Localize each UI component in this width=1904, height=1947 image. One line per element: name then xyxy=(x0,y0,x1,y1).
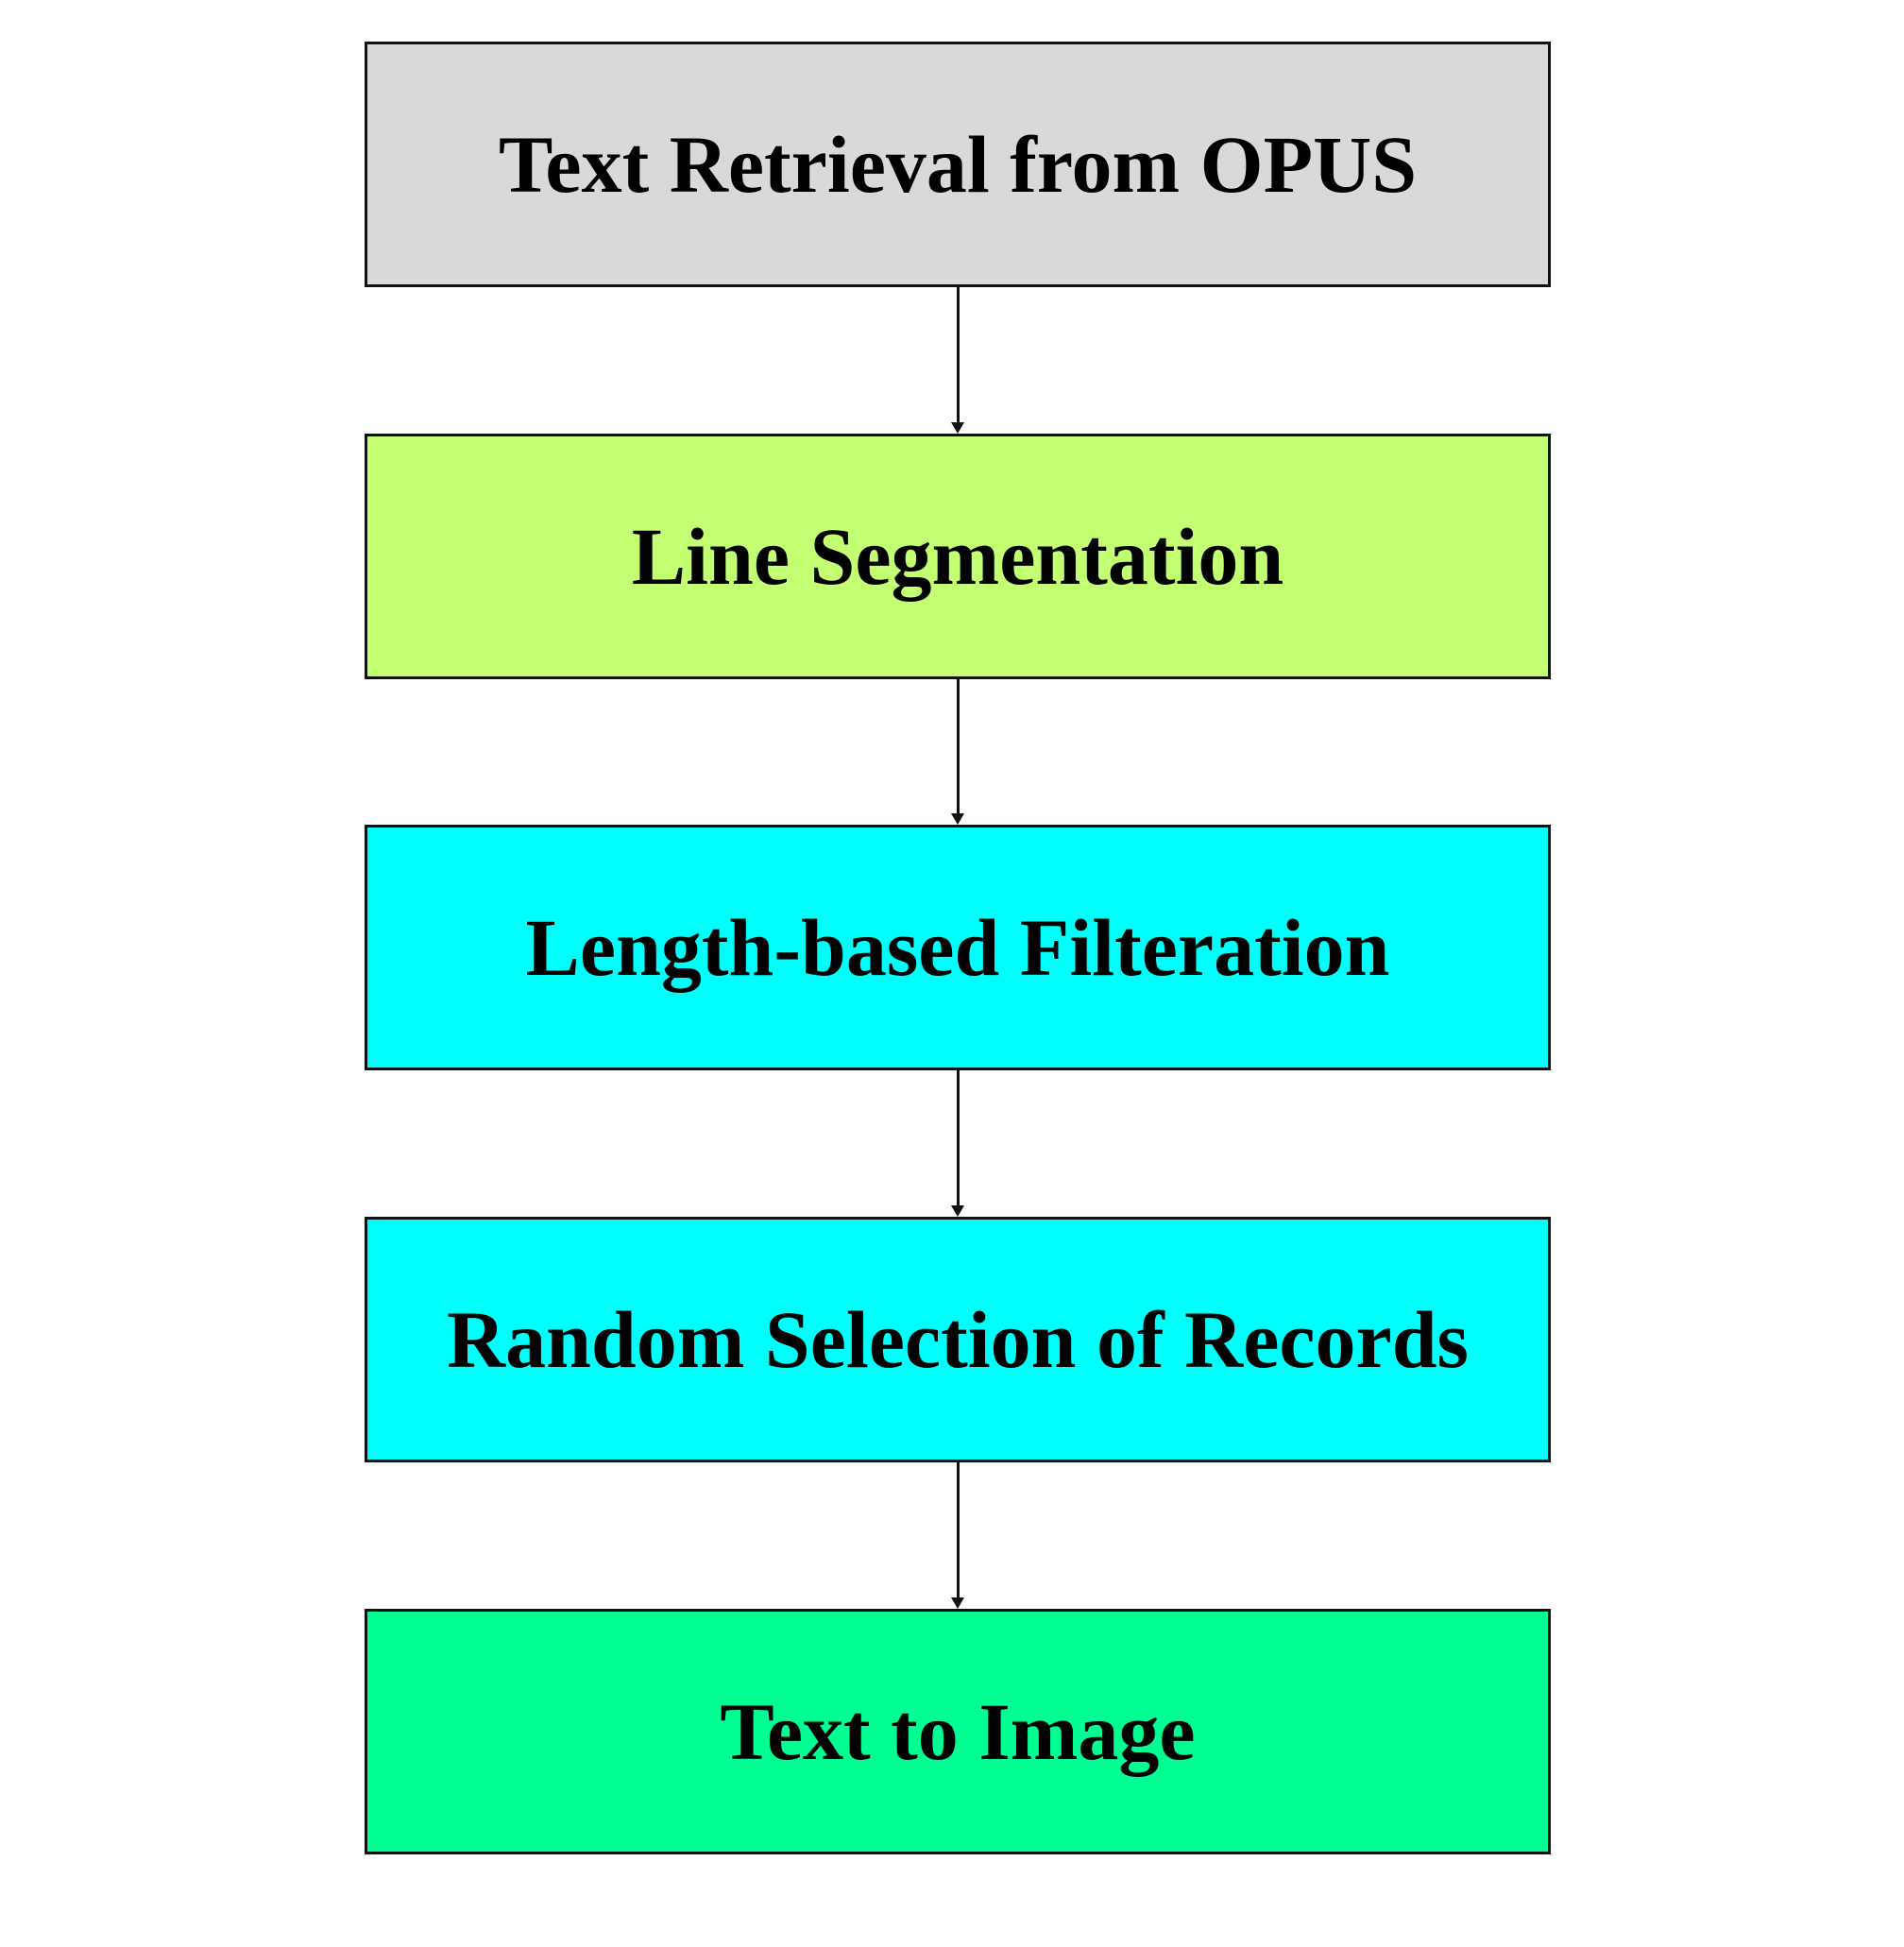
step-text-retrieval: Text Retrieval from OPUS xyxy=(365,42,1551,287)
arrow-head-icon xyxy=(951,1597,964,1609)
step-label: Text to Image xyxy=(720,1686,1196,1777)
step-label: Random Selection of Records xyxy=(446,1294,1470,1385)
step-text-to-image: Text to Image xyxy=(365,1609,1551,1854)
step-line-segmentation: Line Segmentation xyxy=(365,434,1551,679)
arrow-head-icon xyxy=(951,1205,964,1217)
step-length-filteration: Length-based Filteration xyxy=(365,825,1551,1070)
step-label: Line Segmentation xyxy=(631,511,1284,602)
step-random-selection: Random Selection of Records xyxy=(365,1217,1551,1462)
step-label: Text Retrieval from OPUS xyxy=(498,119,1418,210)
arrow-line xyxy=(957,679,960,813)
arrow-head-icon xyxy=(951,422,964,434)
arrow-line xyxy=(957,1070,960,1205)
arrow-line xyxy=(957,1462,960,1597)
arrow-line xyxy=(957,287,960,422)
arrow-head-icon xyxy=(951,813,964,825)
step-label: Length-based Filteration xyxy=(525,902,1390,993)
